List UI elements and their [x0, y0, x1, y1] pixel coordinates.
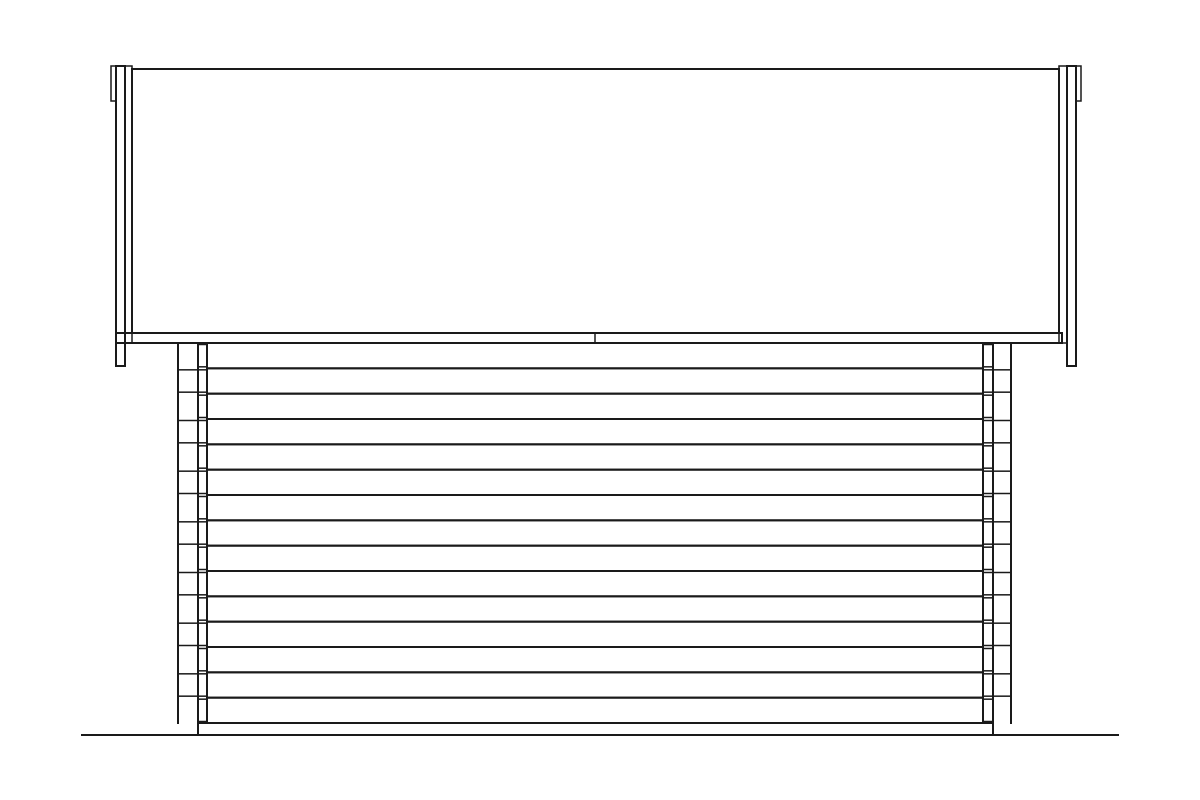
- wall-log-course: [206, 646, 984, 674]
- left-corner-log-end: [177, 470, 208, 495]
- wall-log-course: [206, 671, 984, 699]
- wall-log-course: [206, 392, 984, 420]
- wall-log-course: [206, 494, 984, 522]
- base-sill-board: [197, 722, 994, 736]
- wall-log-course: [206, 519, 984, 547]
- left-barge-cap: [110, 65, 117, 102]
- left-corner-log-end: [197, 343, 208, 368]
- left-corner-log-end: [177, 571, 208, 596]
- roof-fascia-board: [115, 332, 1063, 344]
- right-corner-log-end: [982, 495, 994, 520]
- left-barge-outer: [115, 65, 126, 367]
- left-corner-log-end: [197, 698, 208, 723]
- right-corner-log-end: [982, 546, 994, 571]
- wall-log-course: [206, 544, 984, 573]
- wall-log-course: [206, 367, 984, 395]
- right-barge-outer: [1066, 65, 1077, 367]
- log-wall: [177, 342, 1012, 736]
- left-corner-log-end: [177, 673, 208, 697]
- roof-panel: [131, 68, 1060, 334]
- right-corner-log-end: [982, 394, 994, 419]
- left-corner-log-end: [177, 521, 208, 545]
- left-corner-log-end: [197, 647, 208, 672]
- left-barge-board: [110, 65, 133, 367]
- roof: [110, 65, 1082, 367]
- wall-log-course: [206, 570, 984, 598]
- left-corner-log-end: [197, 546, 208, 571]
- right-corner-log-end: [982, 673, 1012, 697]
- right-corner-log-end: [982, 470, 1012, 495]
- left-corner-log-end: [177, 419, 208, 444]
- left-corner-log-end: [197, 394, 208, 419]
- left-barge-inner: [124, 65, 133, 344]
- wall-log-course: [206, 595, 984, 623]
- wall-log-course: [206, 620, 984, 649]
- wall-log-course: [206, 468, 984, 496]
- wall-log-course: [206, 342, 984, 370]
- wall-log-course: [206, 443, 984, 471]
- right-corner-log-end: [982, 622, 1012, 647]
- right-corner-log-end: [982, 597, 994, 621]
- wall-log-course: [206, 696, 984, 725]
- right-corner-log-end: [982, 647, 994, 672]
- right-corner-log-end: [982, 571, 1012, 596]
- left-corner-log-end: [197, 445, 208, 469]
- right-barge-cap: [1075, 65, 1082, 102]
- right-corner-log-end: [982, 445, 994, 469]
- right-corner-log-end: [982, 369, 1012, 393]
- left-corner-log-end: [197, 597, 208, 621]
- wall-log-course: [206, 418, 984, 446]
- left-corner-log-end: [177, 369, 208, 393]
- right-corner-log-end: [982, 698, 994, 723]
- right-barge-board: [1058, 65, 1082, 367]
- right-corner-log-end: [982, 419, 1012, 444]
- right-corner-log-end: [982, 343, 994, 368]
- left-corner-log-end: [177, 622, 208, 647]
- left-corner-log-end: [197, 495, 208, 520]
- right-corner-log-end: [982, 521, 1012, 545]
- right-barge-inner: [1058, 65, 1068, 344]
